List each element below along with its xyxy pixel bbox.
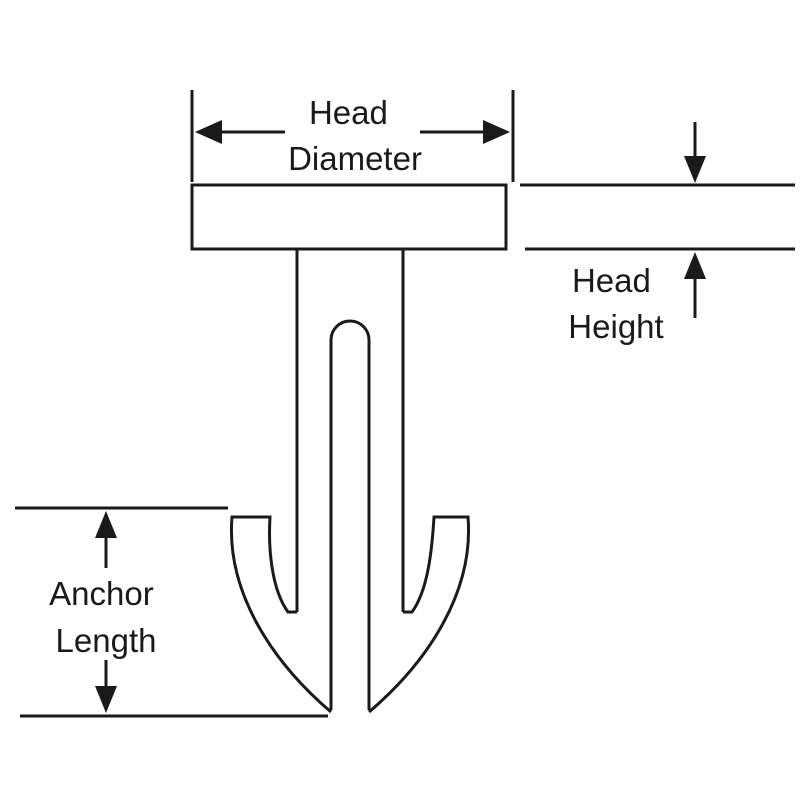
anchor-length-label-line1: Anchor: [49, 575, 154, 612]
head-diameter-label-line2: Diameter: [288, 140, 422, 177]
anchor-length-label: Anchor Length: [49, 575, 163, 659]
anchor-length-label-line2: Length: [56, 622, 157, 659]
anchor-length-arrowhead-bottom: [95, 686, 117, 713]
head-diameter-label-line1: Head: [309, 94, 388, 131]
anchor-length-arrowhead-top: [95, 511, 117, 538]
head-height-dimension: Head Height: [520, 122, 795, 345]
head-diameter-arrowhead-right: [483, 120, 510, 144]
head-height-arrowhead-top: [684, 156, 706, 183]
anchor-length-dimension: Anchor Length: [15, 506, 328, 718]
head-diameter-label: Head Diameter: [288, 94, 422, 177]
head-height-label: Head Height: [568, 262, 663, 345]
rivet-head: [190, 183, 508, 251]
rivet-outline: [190, 183, 508, 714]
shank-center-slot: [329, 319, 371, 710]
head-diameter-dimension: Head Diameter: [190, 90, 515, 182]
head-height-label-line1: Head: [572, 262, 651, 299]
head-height-label-line2: Height: [568, 308, 663, 345]
anchor-barb-left: [229, 515, 332, 714]
anchor-barb-right: [368, 515, 471, 714]
head-diameter-arrowhead-left: [195, 120, 222, 144]
head-height-arrowhead-bottom: [684, 252, 706, 279]
